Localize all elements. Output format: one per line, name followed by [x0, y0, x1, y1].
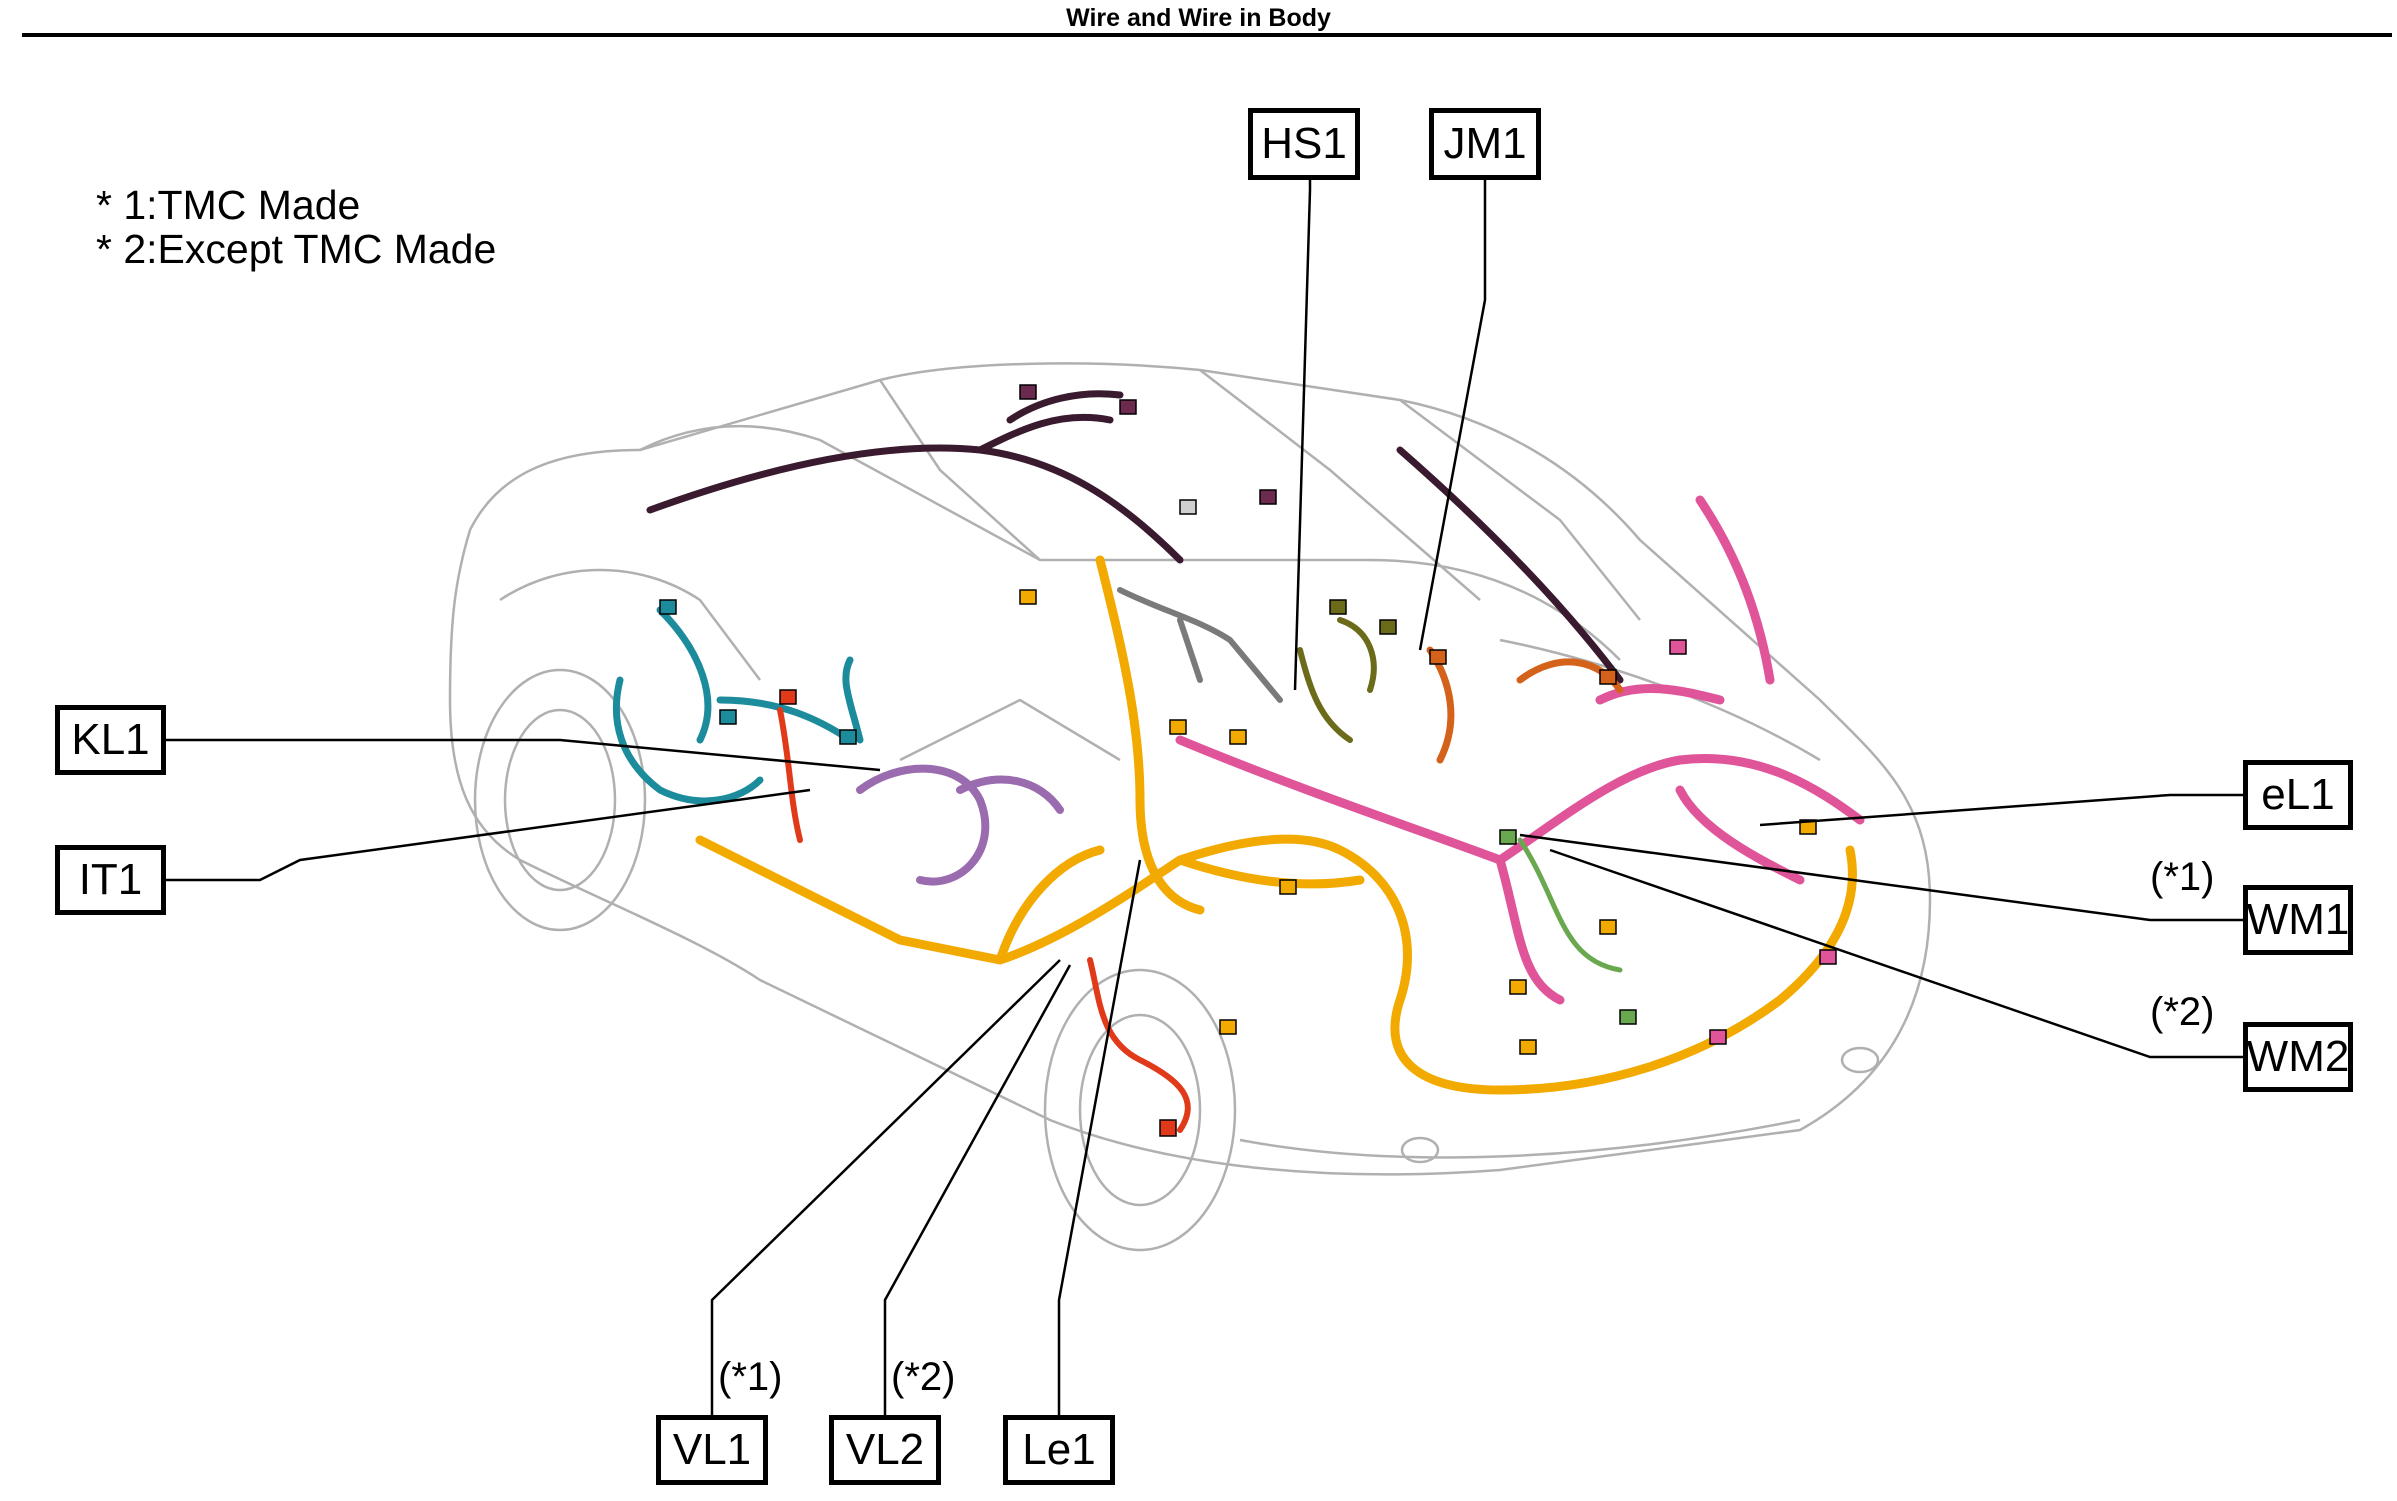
- green-harness: [1517, 837, 1623, 973]
- footnote-1: * 1:TMC Made: [96, 182, 361, 228]
- center-console-harness: [1117, 587, 1283, 703]
- car-body-outline: [448, 362, 1932, 1252]
- front-red-harness: [777, 707, 1191, 1133]
- callout-eL1[interactable]: eL1: [2243, 760, 2353, 830]
- front-door-harness: [612, 606, 864, 805]
- callout-WM2-variant: (*2): [2150, 990, 2215, 1034]
- page-title: Wire and Wire in Body: [1066, 4, 1331, 32]
- callout-VL2-variant: (*2): [891, 1355, 956, 1399]
- header-rule: [22, 33, 2392, 37]
- footnote-2: * 2:Except TMC Made: [96, 226, 497, 272]
- callout-WM1[interactable]: WM1: [2243, 885, 2353, 955]
- callout-JM1[interactable]: JM1: [1429, 108, 1541, 180]
- callout-VL1[interactable]: VL1: [656, 1415, 768, 1485]
- callout-WM1-variant: (*1): [2150, 855, 2215, 899]
- connectors: [659, 384, 1837, 1137]
- callout-KL1[interactable]: KL1: [55, 705, 166, 775]
- callout-VL1-variant: (*1): [718, 1355, 783, 1399]
- rear-floor-harness: [1175, 495, 1865, 1005]
- roof-harness: [646, 390, 1624, 684]
- callout-WM2[interactable]: WM2: [2243, 1022, 2353, 1092]
- callout-Le1[interactable]: Le1: [1003, 1415, 1115, 1485]
- callout-HS1[interactable]: HS1: [1248, 108, 1360, 180]
- callout-IT1[interactable]: IT1: [55, 845, 166, 915]
- rear-orange-harness: [1426, 646, 1624, 764]
- leader-lines: [166, 180, 2243, 1430]
- center-harness: [1297, 617, 1377, 743]
- floor-harness: [695, 555, 1857, 1095]
- callout-VL2[interactable]: VL2: [829, 1415, 941, 1485]
- door-trim-harness: [856, 764, 1064, 886]
